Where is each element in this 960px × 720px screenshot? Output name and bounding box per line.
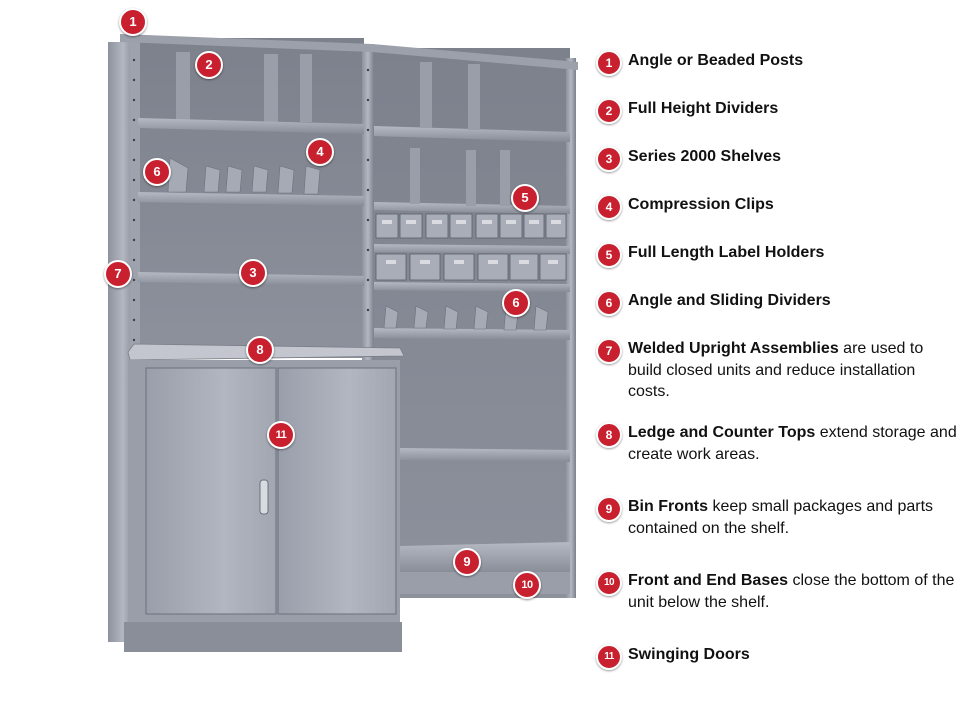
legend-text: Welded Upright Assemblies are used to bu… xyxy=(628,338,958,403)
legend-title: Front and End Bases xyxy=(628,572,789,589)
right-top-dividers xyxy=(410,62,510,206)
legend-title: Welded Upright Assemblies xyxy=(628,340,839,357)
top-frame xyxy=(120,34,578,70)
legend-badge: 11 xyxy=(596,644,622,670)
left-front-post xyxy=(130,34,140,644)
legend-text: Angle or Beaded Posts xyxy=(628,50,958,72)
legend-text: Front and End Bases close the bottom of … xyxy=(628,570,958,613)
legend-text: Ledge and Counter Tops extend storage an… xyxy=(628,422,958,465)
legend-title: Compression Clips xyxy=(628,196,774,213)
legend-title: Swinging Doors xyxy=(628,646,750,663)
legend-badge: 5 xyxy=(596,242,622,268)
legend-title: Full Height Dividers xyxy=(628,100,779,117)
legend-title: Angle and Sliding Dividers xyxy=(628,292,831,309)
legend-badge: 9 xyxy=(596,496,622,522)
callout-6b: 6 xyxy=(502,289,530,317)
angle-dividers-left xyxy=(167,157,321,195)
legend-text: Angle and Sliding Dividers xyxy=(628,290,958,312)
legend-badge: 4 xyxy=(596,194,622,220)
legend-title: Bin Fronts xyxy=(628,498,708,515)
callout-1: 1 xyxy=(119,8,147,36)
front-base xyxy=(400,572,570,594)
cabinet-handle xyxy=(259,479,269,515)
legend-badge: 6 xyxy=(596,290,622,316)
legend-text: Swinging Doors xyxy=(628,644,958,666)
legend: 1 Angle or Beaded Posts 2 Full Height Di… xyxy=(596,0,958,720)
legend-text: Bin Fronts keep small packages and parts… xyxy=(628,496,958,539)
legend-badge: 10 xyxy=(596,570,622,596)
legend-text: Full Height Dividers xyxy=(628,98,958,120)
bin-row-bottom xyxy=(375,253,567,281)
legend-badge: 8 xyxy=(596,422,622,448)
legend-title: Angle or Beaded Posts xyxy=(628,52,804,69)
callout-10: 10 xyxy=(513,571,541,599)
legend-title: Full Length Label Holders xyxy=(628,244,825,261)
full-height-dividers xyxy=(176,52,312,122)
legend-title: Ledge and Counter Tops xyxy=(628,424,816,441)
callout-5: 5 xyxy=(511,184,539,212)
legend-badge: 3 xyxy=(596,146,622,172)
cabinet-door-right xyxy=(277,367,397,615)
legend-badge: 1 xyxy=(596,50,622,76)
callout-8: 8 xyxy=(246,336,274,364)
callout-4: 4 xyxy=(306,138,334,166)
legend-title: Series 2000 Shelves xyxy=(628,148,782,165)
callout-2: 2 xyxy=(195,51,223,79)
legend-text: Full Length Label Holders xyxy=(628,242,958,264)
bin-row-top xyxy=(375,213,567,239)
cabinet-door-left xyxy=(145,367,277,615)
legend-badge: 2 xyxy=(596,98,622,124)
legend-badge: 7 xyxy=(596,338,622,364)
callout-9: 9 xyxy=(453,548,481,576)
legend-desc: close the bottom of the unit below the s… xyxy=(628,572,955,611)
callout-11: 11 xyxy=(267,421,295,449)
shelving-illustration xyxy=(108,34,578,652)
callout-3: 3 xyxy=(239,259,267,287)
label-holders xyxy=(382,220,561,264)
right-outer-post xyxy=(566,58,576,598)
callout-6a: 6 xyxy=(143,158,171,186)
legend-desc: keep small packages and parts contained … xyxy=(628,498,934,537)
legend-desc: extend storage and create work areas. xyxy=(628,424,957,463)
legend-text: Compression Clips xyxy=(628,194,958,216)
legend-text: Series 2000 Shelves xyxy=(628,146,958,168)
callout-7: 7 xyxy=(104,260,132,288)
cabinet-base xyxy=(124,622,402,652)
legend-desc: are used to build closed units and reduc… xyxy=(628,340,924,400)
